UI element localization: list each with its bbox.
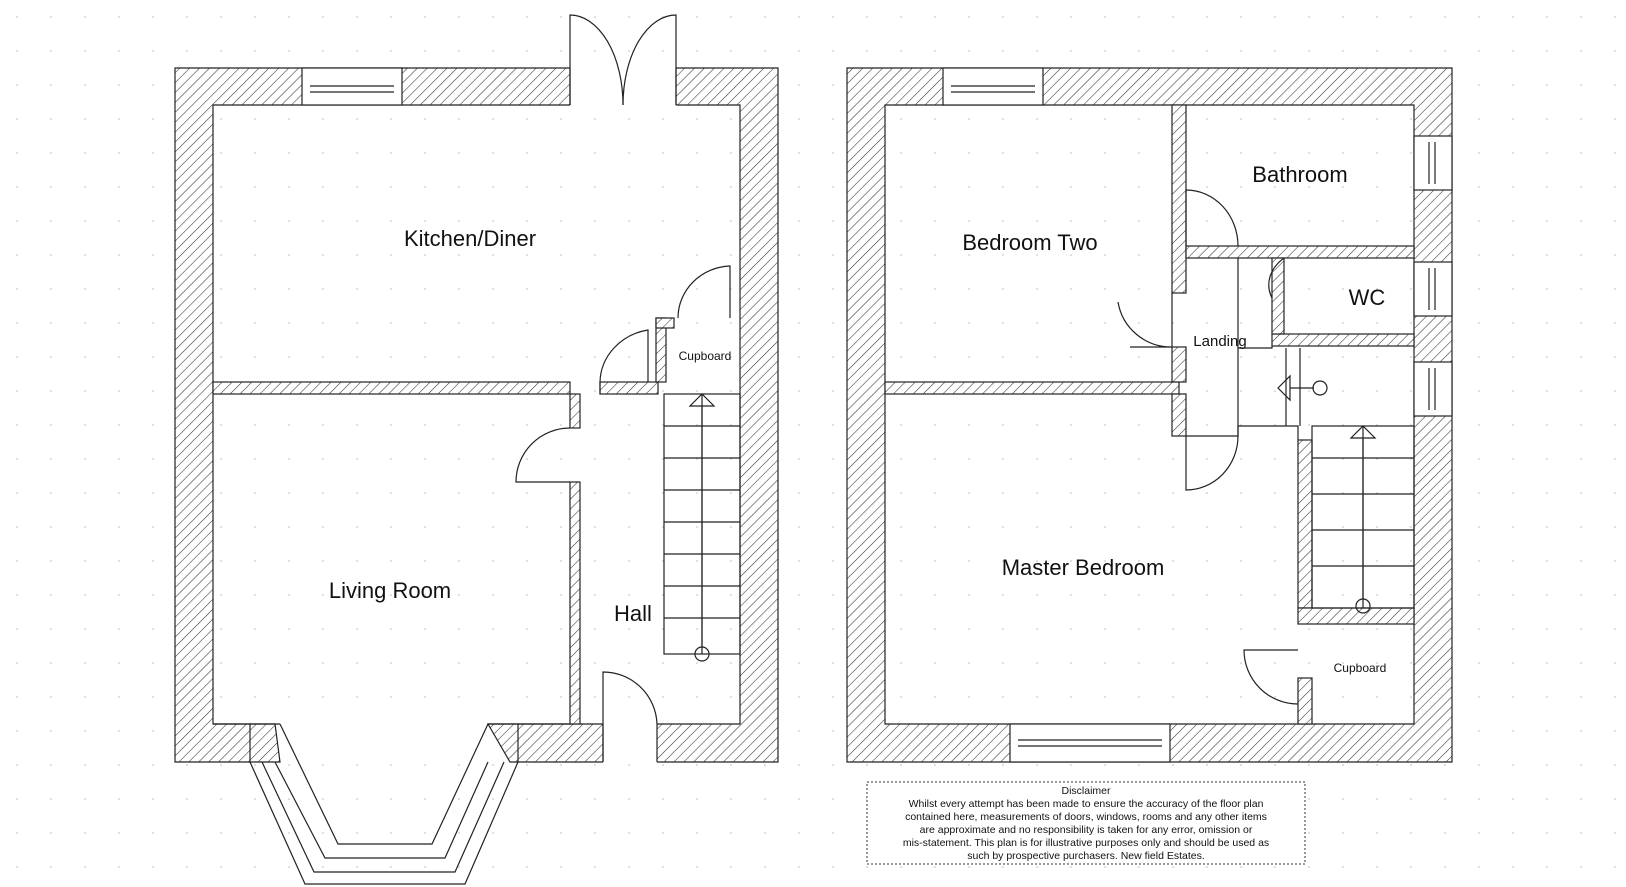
- wall-kitchen-living: [212, 381, 571, 395]
- kitchen-door: [599, 329, 649, 394]
- living-room-door: [515, 427, 571, 483]
- kitchen-diner-label: Kitchen/Diner: [404, 226, 536, 251]
- wc-label: WC: [1349, 285, 1386, 310]
- master-bedroom-window: [1009, 723, 1171, 763]
- french-door-right: [622, 14, 677, 106]
- wall-wc-left: [1271, 257, 1285, 335]
- wall-bath-wc: [1185, 245, 1415, 259]
- wall-master-landing: [1171, 393, 1187, 437]
- ground-floor: Kitchen/Diner Living Room Hall Cupboard: [174, 14, 779, 885]
- wall-wc-bottom: [1271, 333, 1415, 347]
- master-bedroom-door: [1185, 435, 1239, 491]
- wall-living-hall: [569, 481, 581, 725]
- ground-stairs: [663, 393, 741, 662]
- cupboard-door: [677, 265, 731, 319]
- wall-bed2-landing: [1171, 346, 1187, 383]
- wall-kitchen-hall: [599, 381, 659, 395]
- wc-door: [1268, 257, 1285, 299]
- wall-bed2-bath: [1171, 104, 1187, 294]
- living-room-label: Living Room: [329, 578, 451, 603]
- french-door-left: [569, 14, 624, 106]
- first-outer-wall: [846, 67, 1453, 763]
- disclaimer-line: contained here, measurements of doors, w…: [905, 811, 1267, 823]
- disclaimer-line: Whilst every attempt has been made to en…: [909, 798, 1264, 810]
- wc-window: [1413, 261, 1453, 317]
- wall-stairs-left: [1297, 439, 1313, 609]
- bedroom-two-door: [1117, 293, 1173, 348]
- cupboard-first-label: Cupboard: [1334, 661, 1387, 675]
- disclaimer-line: mis-statement. This plan is for illustra…: [903, 837, 1269, 849]
- landing-window: [1413, 361, 1453, 417]
- cupboard-first-door: [1243, 649, 1299, 705]
- wall-living-hall-top: [569, 393, 581, 429]
- bedroom-two-label: Bedroom Two: [962, 230, 1097, 255]
- disclaimer-title: Disclaimer: [1061, 785, 1111, 797]
- wall-cupboard-left-first: [1297, 677, 1313, 725]
- wall-bed2-master: [884, 381, 1180, 395]
- bay-window: [213, 722, 570, 885]
- wall-cupboard-top: [655, 317, 675, 329]
- first-floor: Bedroom Two Bathroom WC Landing Master B…: [846, 67, 1453, 763]
- first-stairs: [1311, 425, 1415, 614]
- front-door: [602, 671, 658, 762]
- bathroom-door: [1185, 189, 1239, 247]
- landing-arrow: [1277, 348, 1328, 426]
- cupboard-ground-label: Cupboard: [679, 349, 732, 363]
- disclaimer-box: Disclaimer Whilst every attempt has been…: [866, 781, 1306, 865]
- landing-label: Landing: [1193, 333, 1246, 350]
- disclaimer-line: are approximate and no responsibility is…: [920, 824, 1253, 836]
- bathroom-window: [1413, 135, 1453, 191]
- disclaimer-line: such by prospective purchasers. New fiel…: [967, 850, 1205, 862]
- front-door-opening: [603, 722, 657, 764]
- hall-label: Hall: [614, 601, 652, 626]
- bathroom-label: Bathroom: [1252, 162, 1347, 187]
- master-bedroom-label: Master Bedroom: [1002, 555, 1165, 580]
- wall-cupboard-top-first: [1297, 607, 1415, 625]
